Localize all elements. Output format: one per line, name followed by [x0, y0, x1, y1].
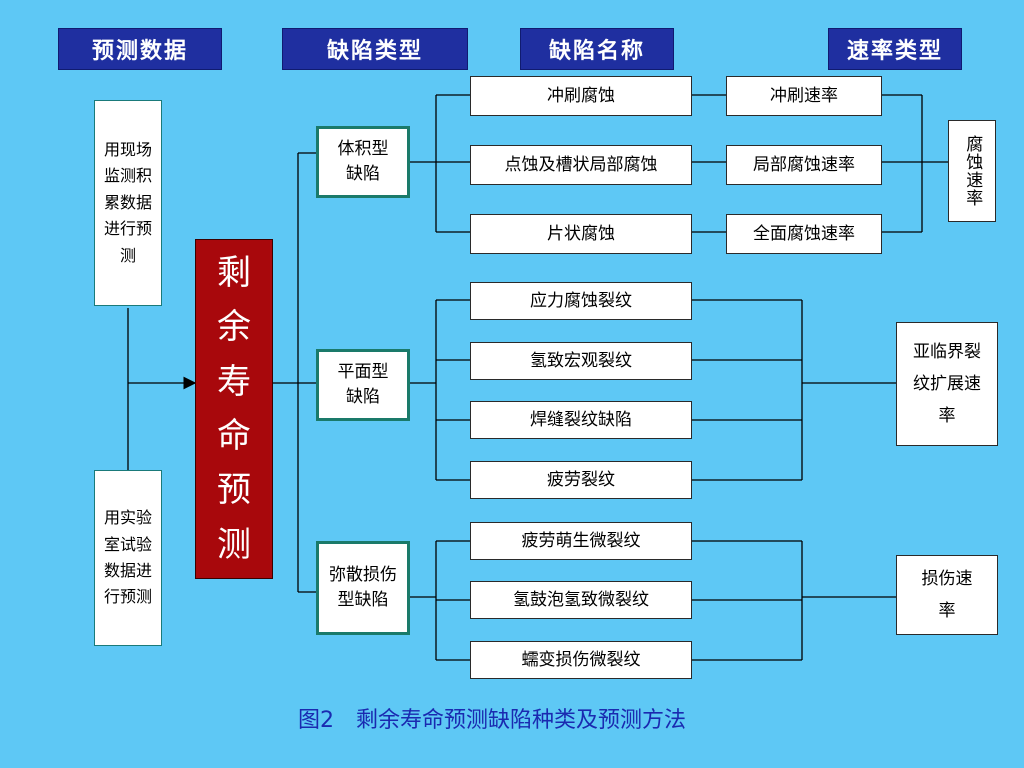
volume-branch-line	[410, 94, 470, 233]
header-rate-type: 速率类型	[828, 28, 962, 70]
corrosion-rate-label: 腐蚀速率	[962, 135, 983, 207]
subcritical-crack-rate-box: 亚临界裂纹扩展速率	[896, 322, 998, 446]
core-to-types-line	[272, 152, 316, 593]
defect-box-fatigue-microcrack: 疲劳萌生微裂纹	[470, 522, 692, 560]
header-prediction-data: 预测数据	[58, 28, 222, 70]
rate-box-general-corrosion: 全面腐蚀速率	[726, 214, 882, 254]
damage-rate-box: 损伤速率	[896, 555, 998, 635]
header-defect-type: 缺陷类型	[282, 28, 468, 70]
remaining-life-prediction-box: 剩余寿命预测	[195, 239, 273, 579]
diffuse-branch-line	[410, 540, 470, 661]
defect-box-stress-corrosion-crack: 应力腐蚀裂纹	[470, 282, 692, 320]
field-data-source-box: 用现场监测积累数据进行预测	[94, 100, 162, 306]
defect-box-general-corrosion: 片状腐蚀	[470, 214, 692, 254]
volume-defect-type-box: 体积型缺陷	[316, 126, 410, 198]
defect-box-hydrogen-induced-crack: 氢致宏观裂纹	[470, 342, 692, 380]
rate-box-erosion: 冲刷速率	[726, 76, 882, 116]
volume-rate-links	[692, 94, 726, 233]
defect-box-weld-crack: 焊缝裂纹缺陷	[470, 401, 692, 439]
figure-caption: 图2 剩余寿命预测缺陷种类及预测方法	[298, 708, 686, 733]
planar-branch-line	[410, 299, 470, 481]
rate-box-local-corrosion: 局部腐蚀速率	[726, 145, 882, 185]
planar-defect-type-box: 平面型缺陷	[316, 349, 410, 421]
corrosion-rate-box: 腐蚀速率	[948, 120, 996, 222]
lab-data-source-box: 用实验室试验数据进行预测	[94, 470, 162, 646]
diffuse-defect-type-box: 弥散损伤型缺陷	[316, 541, 410, 635]
defect-box-erosion-corrosion: 冲刷腐蚀	[470, 76, 692, 116]
header-defect-name: 缺陷名称	[520, 28, 674, 70]
corrosion-rate-bracket	[882, 94, 948, 233]
defect-box-hydrogen-blister: 氢鼓泡氢致微裂纹	[470, 581, 692, 619]
defect-box-fatigue-crack: 疲劳裂纹	[470, 461, 692, 499]
defect-box-creep-damage: 蠕变损伤微裂纹	[470, 641, 692, 679]
defect-box-pitting-corrosion: 点蚀及槽状局部腐蚀	[470, 145, 692, 185]
planar-rate-bracket	[692, 299, 896, 481]
diffuse-rate-bracket	[692, 540, 896, 661]
